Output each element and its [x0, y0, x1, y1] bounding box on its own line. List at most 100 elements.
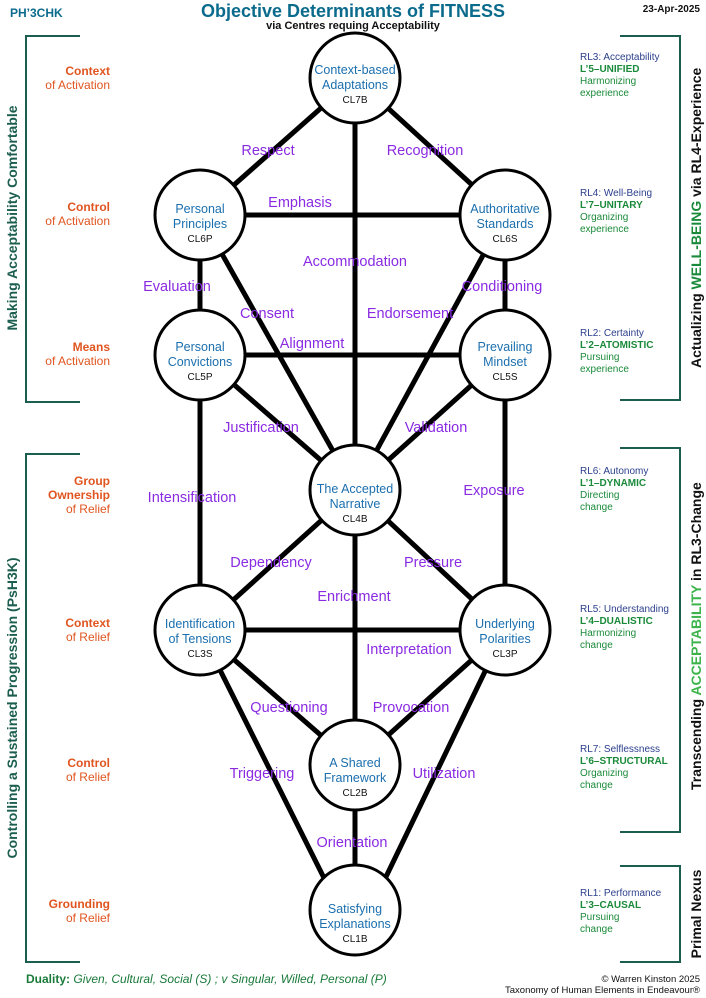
page-subtitle: via Centres requing Acceptability — [266, 20, 440, 32]
node-cl6p: Personal Principles CL6P — [150, 202, 250, 247]
level-sub1: Harmonizing — [580, 76, 637, 87]
row-label-control-activation: Control of Activation — [2, 200, 110, 228]
edge-label-endorsement: Endorsement — [366, 306, 454, 322]
row-label-sub: of Relief — [65, 502, 110, 516]
section-middle-right: Transcending ACCEPTABILITY in RL3-Change — [688, 482, 704, 790]
edge-label-alignment: Alignment — [279, 336, 345, 352]
page-title: Objective Determinants of FITNESS — [200, 1, 506, 21]
level-rl2: RL2: Certainty L’2–ATOMISTIC Pursuing ex… — [580, 328, 680, 376]
node-cl3p-line1: Underlying — [475, 617, 535, 631]
level-name: L’1–DYNAMIC — [580, 478, 647, 489]
edge-label-emphasis: Emphasis — [268, 195, 332, 211]
node-cl7-line2: Adaptations — [321, 78, 389, 92]
duality-text: Given, Cultural, Social (S) ; v Singular… — [73, 972, 387, 986]
row-label-title: Control — [67, 200, 110, 214]
edge-label-enrichment: Enrichment — [317, 589, 391, 605]
edge-label-provocation: Provocation — [372, 700, 450, 716]
level-name: L’6–STRUCTURAL — [580, 756, 668, 767]
edge-label-utilization: Utilization — [412, 766, 476, 782]
level-sub2: experience — [580, 364, 629, 375]
edge-label-triggering: Triggering — [229, 766, 295, 782]
row-label-means-activation: Means of Activation — [2, 340, 110, 368]
row-label-context-activation: Context of Activation — [2, 64, 110, 92]
level-heading: RL7: Selflessness — [580, 744, 661, 755]
node-circle-cl1 — [308, 863, 402, 957]
section-upper-right: Actualizing WELL-BEING via RL4-Experienc… — [688, 68, 704, 368]
edge-label-intensification: Intensification — [147, 490, 237, 506]
section-middle-right-c: in RL3-Change — [688, 482, 704, 581]
node-cl6s-code: CL6S — [492, 234, 518, 245]
node-cl6p-line1: Personal — [175, 202, 225, 216]
node-cl5p: Personal Convictions CL5P — [150, 340, 250, 385]
credits: © Warren Kinston 2025 Taxonomy of Human … — [505, 974, 700, 996]
row-label-sub: of Activation — [45, 78, 110, 92]
node-cl5s: Prevailing Mindset CL5S — [455, 340, 555, 385]
level-name: L’7–UNITARY — [580, 200, 643, 211]
level-rl5: RL5: Understanding L’4–DUALISTIC Harmoni… — [580, 604, 680, 652]
node-cl5s-line1: Prevailing — [477, 340, 533, 354]
row-label-sub: of Relief — [65, 630, 110, 644]
left-brackets — [25, 35, 80, 963]
node-cl5p-code: CL5P — [187, 372, 213, 383]
level-sub1: Pursuing — [580, 912, 620, 923]
node-cl7-line1: Context-based — [314, 63, 396, 77]
node-circle-cl7 — [308, 31, 402, 125]
row-label-group-ownership: Group Ownership of Relief — [2, 474, 110, 516]
node-circle-cl2 — [308, 718, 402, 812]
node-cl4: The Accepted Narrative CL4B — [305, 482, 405, 527]
duality-label: Duality: — [26, 972, 71, 986]
node-circles — [153, 31, 552, 957]
level-sub2: experience — [580, 88, 629, 99]
level-sub2: change — [580, 924, 613, 935]
row-label-title: Grounding — [48, 897, 110, 911]
row-label-title: Group Ownership — [47, 474, 110, 502]
edge-label-consent: Consent — [239, 306, 295, 322]
level-sub2: experience — [580, 224, 629, 235]
level-heading: RL1: Performance — [580, 888, 662, 899]
level-sub1: Organizing — [580, 212, 629, 223]
level-name: L’4–DUALISTIC — [580, 616, 653, 627]
node-cl7: Context-based Adaptations CL7B — [305, 63, 405, 108]
node-cl5p-line2: Convictions — [167, 355, 233, 369]
node-cl6p-line2: Principles — [172, 217, 228, 231]
node-cl4-line2: Narrative — [329, 497, 381, 511]
row-label-control-relief: Control of Relief — [2, 756, 110, 784]
edge-label-dependency: Dependency — [230, 555, 312, 571]
level-rl3: RL3: Acceptability L’5–UNIFIED Harmonizi… — [580, 52, 680, 100]
level-sub1: Organizing — [580, 768, 629, 779]
section-upper-left: Making Acceptability Comfortable — [4, 105, 20, 331]
copyright: © Warren Kinston 2025 — [601, 974, 700, 985]
node-cl3s-line1: Identification — [164, 617, 236, 631]
row-label-sub: of Activation — [45, 354, 110, 368]
node-cl2-line2: Framework — [323, 771, 387, 785]
row-label-title: Context — [65, 616, 110, 630]
node-cl1-line1: Satisfying — [327, 902, 383, 916]
edge-label-recognition: Recognition — [386, 143, 464, 159]
node-cl3p: Underlying Polarities CL3P — [455, 617, 555, 662]
node-cl7-code: CL7B — [342, 95, 368, 106]
level-heading: RL5: Understanding — [580, 604, 669, 615]
level-sub1: Harmonizing — [580, 628, 637, 639]
node-cl5p-line1: Personal — [175, 340, 225, 354]
row-label-sub: of Relief — [65, 770, 110, 784]
node-cl5s-line2: Mindset — [483, 355, 527, 369]
level-heading: RL6: Autonomy — [580, 466, 649, 477]
level-heading: RL2: Certainty — [580, 328, 644, 339]
node-cl3s-code: CL3S — [187, 649, 213, 660]
level-rl4: RL4: Well-Being L’7–UNITARY Organizing e… — [580, 188, 680, 236]
level-name: L’2–ATOMISTIC — [580, 340, 654, 351]
node-cl3p-code: CL3P — [492, 649, 518, 660]
level-sub2: change — [580, 640, 613, 651]
level-name: L’3–CAUSAL — [580, 900, 642, 911]
level-sub2: change — [580, 502, 613, 513]
node-cl2-code: CL2B — [342, 788, 368, 799]
node-circle-cl6s — [458, 168, 552, 262]
edge-label-questioning: Questioning — [250, 700, 328, 716]
node-cl2: A Shared Framework CL2B — [305, 756, 405, 801]
node-cl1-line2: Explanations — [319, 917, 391, 931]
node-circle-cl5s — [458, 308, 552, 402]
level-sub1: Pursuing — [580, 352, 620, 363]
node-circle-cl6p — [153, 168, 247, 262]
doc-tag: PH’3CHK — [10, 6, 63, 20]
